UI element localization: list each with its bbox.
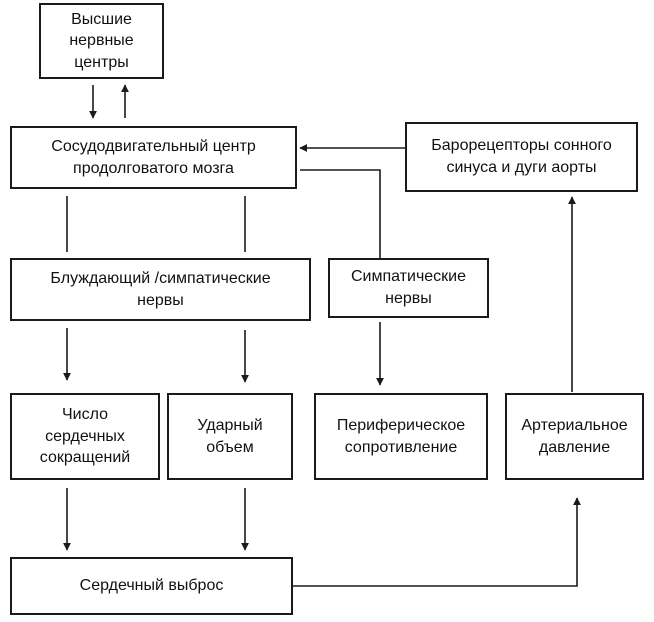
node-higher-centers-label: Высшие нервные центры [69, 10, 134, 71]
node-vagus-sympathetic-label: Блуждающий /симпатические нервы [50, 269, 271, 309]
node-cardiac-output: Сердечный выброс [10, 557, 293, 615]
node-vasomotor-center: Сосудодвигательный центр продолговатого … [10, 126, 297, 189]
line-vasomotor-to-sympathetic [300, 169, 381, 258]
arrow-output-to-arterial-pressure [293, 497, 581, 587]
node-peripheral-resistance: Периферическое сопротивление [314, 393, 488, 480]
node-baroreceptors-label: Барорецепторы сонного синуса и дуги аорт… [431, 137, 612, 176]
node-higher-centers: Высшие нервные центры [39, 3, 164, 79]
node-sympathetic-label: Симпатические нервы [350, 268, 467, 307]
node-cardiac-output-label: Сердечный выброс [79, 577, 224, 595]
node-baroreceptors: Барорецепторы сонного синуса и дуги аорт… [405, 122, 638, 192]
node-heart-rate-label: Число сердечных сокращений [39, 406, 131, 467]
node-stroke-volume: Ударный объем [167, 393, 293, 480]
node-sympathetic-nerves: Симпатические нервы [328, 258, 489, 318]
node-heart-rate: Число сердечных сокращений [10, 393, 160, 480]
node-vagus-sympathetic-nerves: Блуждающий /симпатические нервы [10, 258, 311, 321]
node-peripheral-resistance-label: Периферическое сопротивление [336, 416, 466, 456]
node-stroke-volume-label: Ударный объем [197, 416, 263, 456]
node-vasomotor-center-label: Сосудодвигательный центр продолговатого … [51, 137, 256, 177]
node-arterial-pressure: Артериальное давление [505, 393, 644, 480]
node-arterial-pressure-label: Артериальное давление [521, 416, 628, 456]
